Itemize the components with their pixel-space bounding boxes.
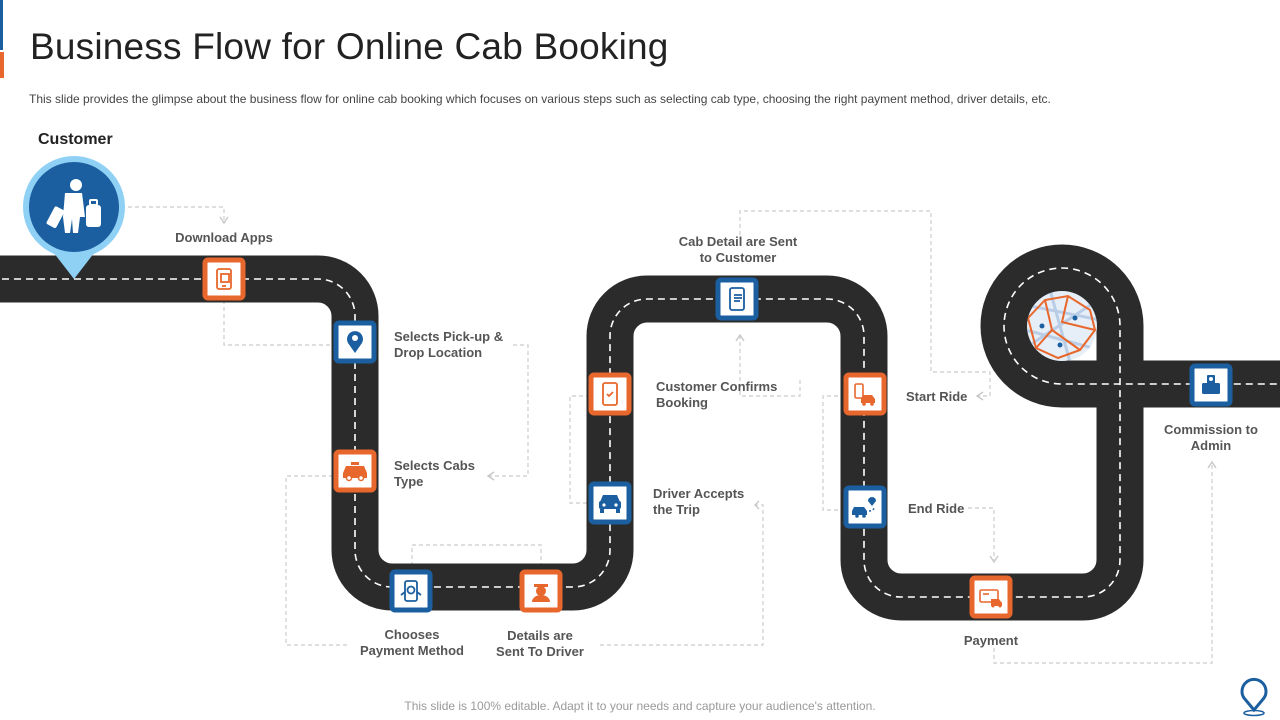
card-payment-icon [979, 589, 1002, 608]
step-icon-pickup-drop [333, 320, 377, 364]
driver-icon [532, 584, 550, 602]
accent-bar-orange [0, 52, 4, 78]
step-icon-confirms-booking [588, 372, 632, 416]
mobile-payment-icon [400, 580, 422, 602]
step-label-download-apps: Download Apps [175, 230, 273, 245]
footer-note: This slide is 100% editable. Adapt it to… [404, 699, 876, 713]
road [0, 244, 1280, 621]
mobile-app-icon [216, 268, 232, 290]
step-icon-end-ride [843, 485, 887, 529]
step-icon-download-apps [202, 257, 246, 301]
step-icon-sent-to-driver [519, 569, 563, 613]
message-phone-icon [729, 287, 745, 311]
step-icon-commission [1189, 363, 1233, 407]
step-label-start-ride: Start Ride [906, 389, 968, 404]
booking-phone-icon [602, 382, 618, 406]
page-subtitle: This slide provides the glimpse about th… [29, 92, 1051, 106]
start-ride-icon [854, 383, 875, 406]
admin-icon [1202, 375, 1220, 394]
step-icon-start-ride [843, 372, 887, 416]
step-icon-payment-method [389, 569, 433, 613]
actor-label: Customer [38, 131, 113, 148]
connector-arrowheads [219, 216, 1217, 564]
step-label-pickup-drop: Selects Pick-up &Drop Location [394, 329, 504, 360]
step-icon-cab-type [333, 449, 377, 493]
location-pin-logo-icon [1240, 677, 1268, 717]
cab-icon [343, 462, 367, 482]
step-icon-payment [969, 575, 1013, 619]
step-label-payment: Payment [963, 633, 1019, 648]
traveler-icon [46, 179, 101, 233]
end-ride-icon [852, 497, 876, 518]
location-pin-icon [347, 331, 363, 353]
step-label-end-ride: End Ride [908, 501, 965, 516]
step-icon-driver-accepts [588, 481, 632, 525]
page-title: Business Flow for Online Cab Booking [30, 26, 669, 67]
car-front-icon [599, 495, 621, 513]
step-icon-cab-detail [715, 277, 759, 321]
connector-lines [128, 206, 1213, 664]
customer-pin [23, 156, 125, 279]
map-icon [1027, 291, 1097, 361]
accent-bar-blue [0, 0, 3, 50]
